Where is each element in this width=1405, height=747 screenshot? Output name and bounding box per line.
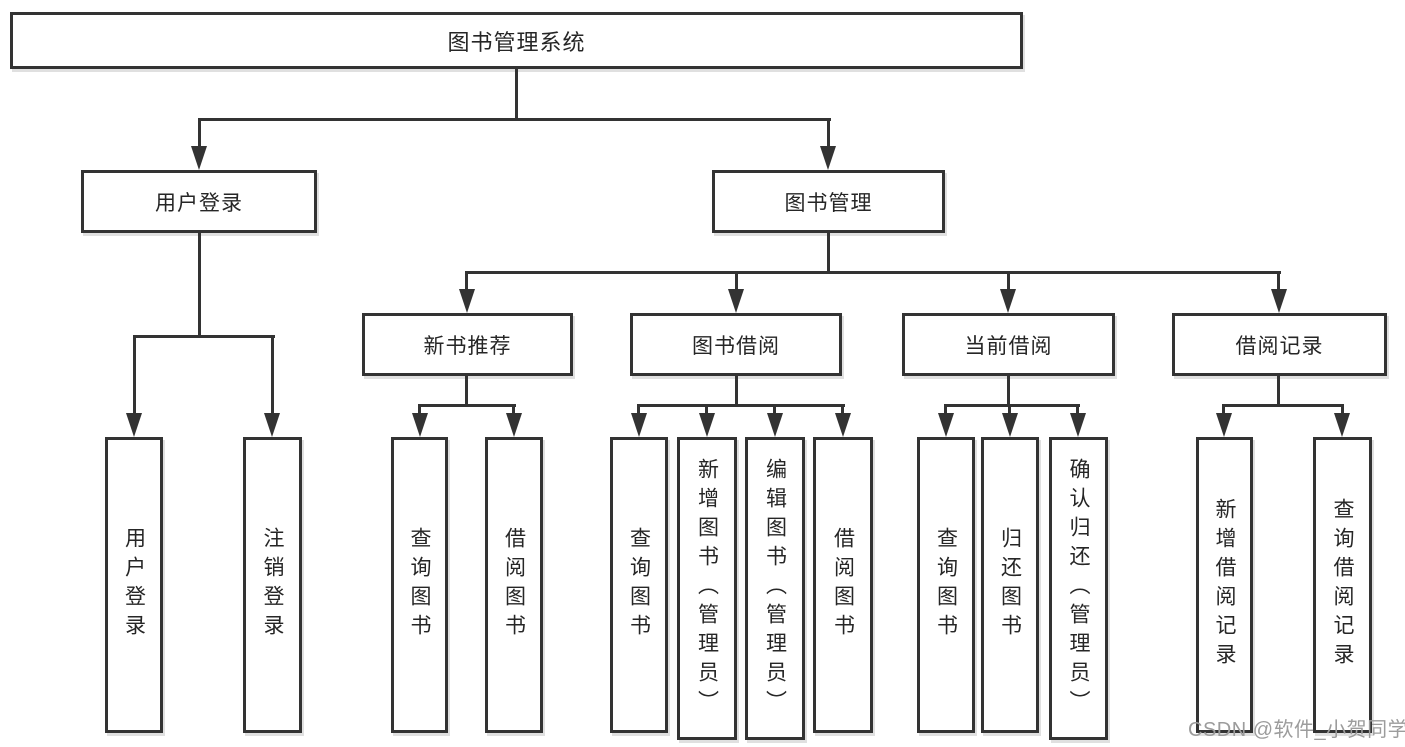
connector-line (1341, 404, 1344, 416)
connector-line (1277, 376, 1280, 406)
arrowhead-down-icon (412, 413, 428, 437)
connector-line (735, 376, 738, 406)
node-book-borrowing: 图书借阅 (630, 313, 842, 376)
connector-line (1222, 404, 1225, 416)
arrowhead-down-icon (699, 413, 715, 437)
node-borrowing-records: 借阅记录 (1172, 313, 1387, 376)
connector-line (465, 376, 468, 406)
node-book-management: 图书管理 (712, 170, 945, 233)
connector-line (1223, 404, 1344, 407)
connector-line (1008, 404, 1011, 416)
node-label: 查询图书 (934, 527, 958, 643)
connector-line (1076, 404, 1079, 416)
node-borrow-books-2: 借阅图书 (813, 437, 873, 733)
connector-line (133, 335, 275, 338)
connector-line (198, 118, 201, 148)
connector-line (841, 404, 844, 416)
node-label: 图书借阅 (692, 334, 780, 358)
node-query-books-3: 查询图书 (917, 437, 975, 733)
connector-line (512, 404, 515, 416)
connector-line (944, 404, 947, 416)
connector-line (773, 404, 776, 416)
node-logout: 注销登录 (243, 437, 302, 733)
arrowhead-down-icon (728, 289, 744, 313)
node-edit-books: 编辑图书（管理员） (745, 437, 805, 740)
arrowhead-down-icon (1216, 413, 1232, 437)
connector-line (419, 404, 516, 407)
arrowhead-down-icon (459, 289, 475, 313)
arrowhead-down-icon (191, 146, 207, 170)
arrowhead-down-icon (1271, 289, 1287, 313)
node-label: 新增借阅记录 (1213, 498, 1236, 672)
node-confirm-return: 确认归还（管理员） (1049, 437, 1108, 740)
arrowhead-down-icon (1000, 289, 1016, 313)
connector-line (1007, 376, 1010, 406)
connector-line (466, 271, 1281, 274)
connector-line (637, 404, 640, 416)
node-label: 查询图书 (408, 527, 431, 643)
connector-line (827, 233, 830, 273)
node-label: 注销登录 (261, 527, 284, 643)
arrowhead-down-icon (264, 413, 280, 437)
arrowhead-down-icon (1334, 413, 1350, 437)
node-query-books-1: 查询图书 (391, 437, 448, 733)
node-label: 当前借阅 (964, 334, 1053, 358)
connector-line (198, 118, 831, 121)
node-login: 用户登录 (105, 437, 163, 733)
arrowhead-down-icon (1070, 413, 1086, 437)
arrowhead-down-icon (1002, 413, 1018, 437)
arrowhead-down-icon (767, 413, 783, 437)
connector-line (1277, 271, 1280, 290)
node-query-books-2: 查询图书 (610, 437, 668, 733)
connector-line (945, 404, 1080, 407)
arrowhead-down-icon (126, 413, 142, 437)
node-return-books: 归还图书 (981, 437, 1039, 733)
node-borrow-books-1: 借阅图书 (485, 437, 543, 733)
arrowhead-down-icon (506, 413, 522, 437)
node-user-login: 用户登录 (81, 170, 317, 233)
connector-line (638, 404, 845, 407)
connector-line (418, 404, 421, 416)
node-label: 编辑图书（管理员） (763, 458, 787, 719)
connector-line (705, 404, 708, 416)
node-label: 图书管理 (784, 191, 873, 215)
node-label: 借阅记录 (1235, 334, 1324, 358)
connector-line (515, 68, 518, 120)
node-label: 新增图书（管理员） (695, 458, 719, 719)
node-label: 归还图书 (998, 527, 1022, 643)
connector-line (271, 335, 274, 413)
node-root: 图书管理系统 (10, 12, 1023, 69)
arrowhead-down-icon (820, 146, 836, 170)
connector-line (198, 233, 201, 337)
node-label: 用户登录 (155, 191, 243, 215)
arrowhead-down-icon (631, 413, 647, 437)
node-label: 查询借阅记录 (1331, 498, 1354, 672)
node-query-borrow-record: 查询借阅记录 (1313, 437, 1372, 733)
node-label: 用户登录 (122, 527, 146, 643)
node-current-borrowing: 当前借阅 (902, 313, 1115, 376)
connector-line (465, 271, 468, 290)
node-label: 新书推荐 (423, 334, 512, 358)
watermark-text: CSDN @软件_小贺同学 (1188, 719, 1405, 741)
node-add-borrow-record: 新增借阅记录 (1196, 437, 1253, 733)
node-label: 查询图书 (627, 527, 651, 643)
connector-line (735, 271, 738, 290)
node-add-books: 新增图书（管理员） (677, 437, 737, 740)
connector-line (133, 335, 136, 413)
arrowhead-down-icon (835, 413, 851, 437)
node-new-book-recommend: 新书推荐 (362, 313, 573, 376)
connector-line (1007, 271, 1010, 290)
arrowhead-down-icon (938, 413, 954, 437)
node-label: 借阅图书 (831, 527, 855, 643)
connector-line (827, 118, 830, 148)
node-label: 借阅图书 (502, 527, 526, 643)
node-label: 图书管理系统 (447, 29, 586, 55)
node-label: 确认归还（管理员） (1067, 458, 1090, 719)
